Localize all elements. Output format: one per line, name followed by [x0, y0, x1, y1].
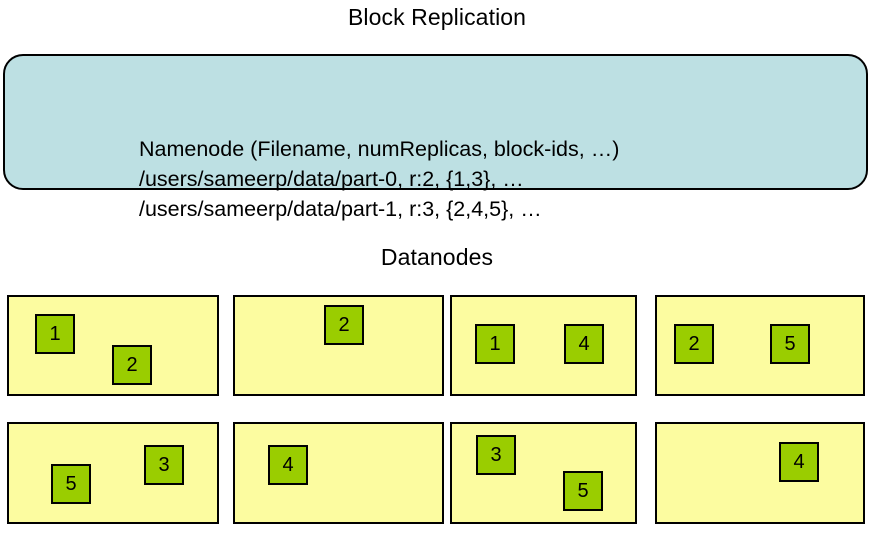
namenode-line-1: Namenode (Filename, numReplicas, block-i…	[139, 137, 620, 161]
block-4: 4	[564, 324, 604, 364]
block-2: 2	[112, 345, 152, 385]
namenode-line-2: /users/sameerp/data/part-0, r:2, {1,3}, …	[139, 167, 524, 191]
datanode-6: 4	[233, 422, 444, 524]
datanodes-label: Datanodes	[380, 244, 494, 270]
block-1: 1	[475, 324, 515, 364]
block-3: 3	[144, 445, 184, 485]
namenode-box: Namenode (Filename, numReplicas, block-i…	[3, 54, 868, 221]
block-5: 5	[51, 464, 91, 504]
datanode-8: 4	[655, 422, 865, 524]
block-5: 5	[770, 324, 810, 364]
block-5: 5	[563, 471, 603, 511]
block-1: 1	[35, 314, 75, 354]
block-2: 2	[674, 324, 714, 364]
datanode-2: 2	[233, 295, 444, 396]
page-title: Block Replication	[347, 4, 527, 30]
namenode-metadata-text: Namenode (Filename, numReplicas, block-i…	[139, 134, 619, 224]
block-4: 4	[268, 445, 308, 485]
block-2: 2	[324, 305, 364, 345]
block-4: 4	[779, 442, 819, 482]
namenode-line-3: /users/sameerp/data/part-1, r:3, {2,4,5}…	[139, 197, 542, 221]
block-3: 3	[476, 435, 516, 475]
